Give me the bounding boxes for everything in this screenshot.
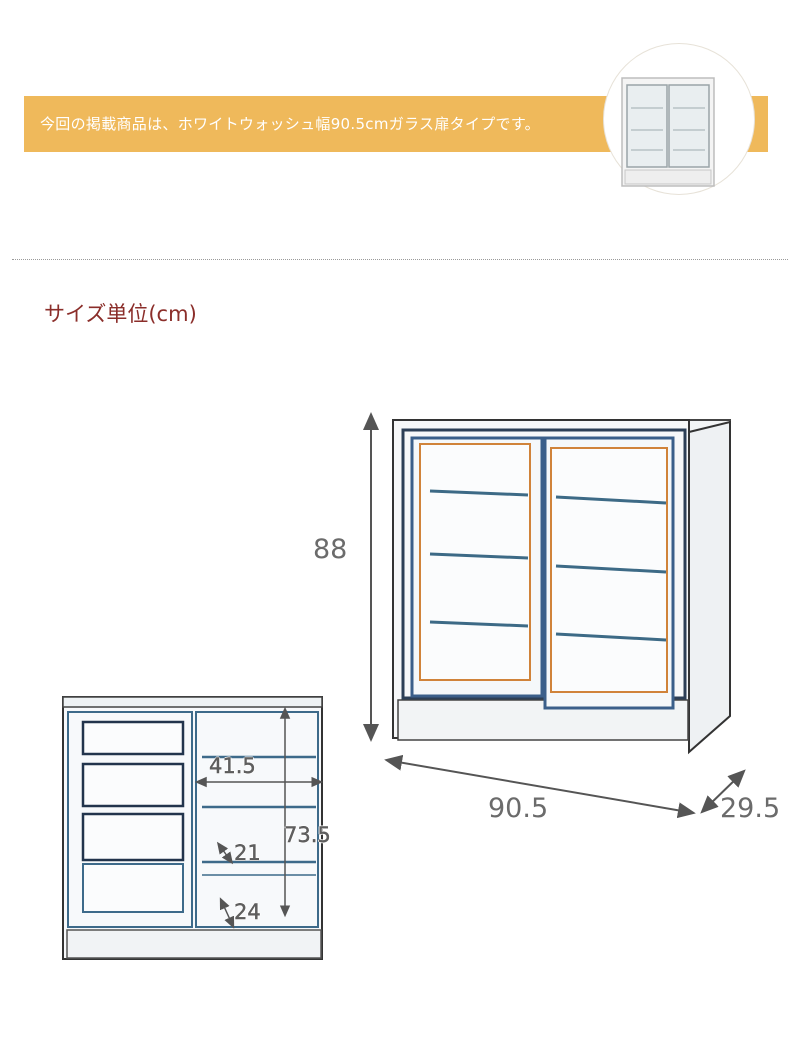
- inner-width-label: 41.5: [209, 754, 256, 778]
- depth-label: 29.5: [720, 793, 781, 824]
- shelf-pitch-label: 21: [234, 841, 261, 865]
- size-heading: サイズ単位(cm): [44, 302, 197, 326]
- height-label: 88: [313, 534, 348, 565]
- dotted-divider: [12, 259, 788, 260]
- bottom-pitch-label: 24: [234, 900, 261, 924]
- width-label: 90.5: [488, 793, 549, 824]
- inner-height-label: 73.5: [284, 823, 331, 847]
- banner-text: 今回の掲載商品は、ホワイトウォッシュ幅90.5cmガラス扉タイプです。: [40, 115, 540, 133]
